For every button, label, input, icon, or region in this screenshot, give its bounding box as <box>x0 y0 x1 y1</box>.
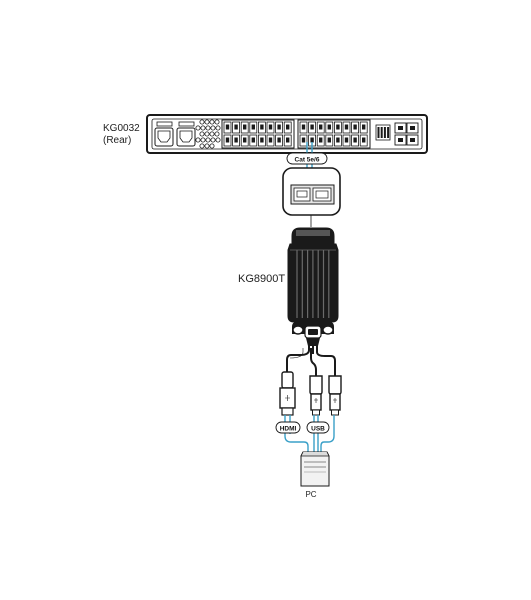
adapter-port-closeup <box>282 167 341 216</box>
pc-label: PC <box>305 490 316 499</box>
hdmi-plug-icon <box>279 371 296 416</box>
hdmi-cable-label: HDMI <box>280 426 297 433</box>
kg8900t-adapter <box>287 227 339 346</box>
power-socket-icon <box>176 121 196 147</box>
switch-view-label: (Rear) <box>103 135 131 146</box>
adapter-output-cables <box>286 346 336 376</box>
usb-plug-icon <box>328 375 342 416</box>
network-cable-label: Cat 5e/6 <box>295 157 320 164</box>
adapter-model-label: KG8900T <box>238 273 285 285</box>
network-cable-tag: Cat 5e/6 <box>286 152 328 165</box>
usb-cable-label: USB <box>311 426 325 433</box>
hdmi-cable-tag: HDMI <box>275 421 301 434</box>
switch-model-label: KG0032 <box>103 123 140 134</box>
usb-plug-icon <box>309 375 323 416</box>
pc-tower-icon <box>300 451 330 487</box>
rj45-port-bank-left <box>221 119 295 149</box>
fan-grille-icon <box>195 119 221 149</box>
dip-switch-icon <box>375 124 391 141</box>
usb-cable-tag: USB <box>306 421 330 434</box>
rj45-port-bank-right <box>297 119 371 149</box>
pc-cables <box>284 415 335 452</box>
console-ports-icon <box>394 122 419 146</box>
power-socket-icon <box>154 121 174 147</box>
